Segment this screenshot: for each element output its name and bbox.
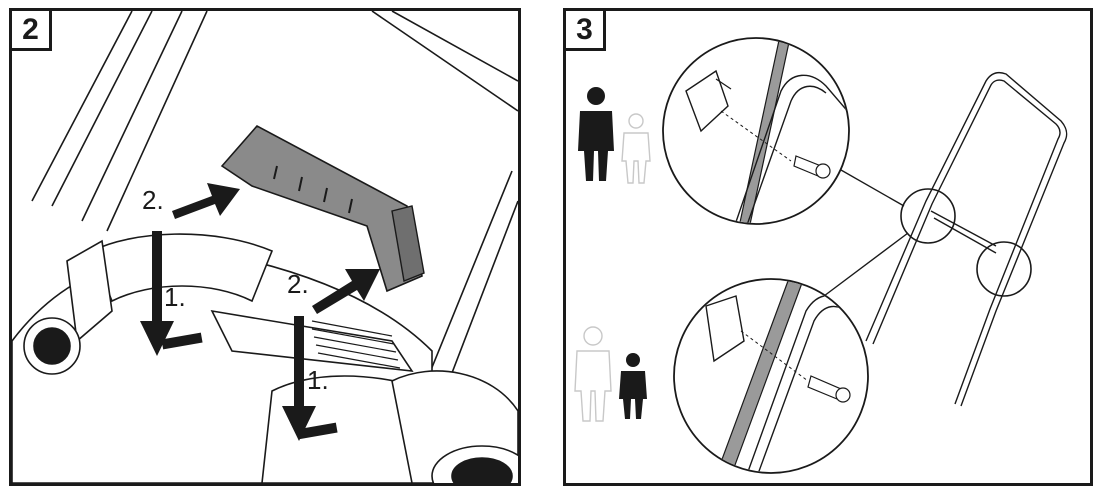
arrow-push-2 [282, 316, 316, 441]
deck-grille [311, 320, 401, 369]
label-step-2b: 2. [287, 269, 309, 299]
label-step-1a: 1. [164, 282, 186, 312]
arrow-push-1 [140, 231, 174, 356]
direction-arrows [140, 183, 380, 441]
handle-frame [865, 72, 1068, 407]
left-hinge-knob [23, 239, 113, 375]
carry-handle [220, 124, 425, 293]
step-3-panel: 3 [563, 8, 1093, 486]
step-2-panel: 2 [9, 8, 521, 486]
person-tall-icon [578, 87, 614, 181]
person-short-filled-icon [619, 353, 647, 419]
arrow-slide-2 [312, 269, 380, 314]
person-short-icon [621, 113, 651, 184]
step-2-illustration: 2. 2. 1. 1. [12, 11, 518, 483]
step-number-badge: 3 [566, 11, 606, 51]
clip-slots [161, 332, 338, 440]
person-tall-outline-icon [574, 326, 612, 422]
handle-rails [31, 11, 518, 452]
detail-marker-lower [976, 241, 1032, 297]
arrow-slide-1 [172, 183, 240, 219]
rear-wheel [431, 445, 518, 483]
label-step-1b: 1. [307, 365, 329, 395]
detail-marker-upper [900, 188, 956, 244]
detail-circle-top [662, 37, 850, 225]
label-step-2a: 2. [142, 185, 164, 215]
detail-circle-bottom [673, 278, 869, 474]
mower-housing [12, 233, 518, 483]
step-number-badge: 2 [12, 11, 52, 51]
callout-lines [823, 165, 909, 297]
step-3-illustration [574, 37, 1068, 474]
